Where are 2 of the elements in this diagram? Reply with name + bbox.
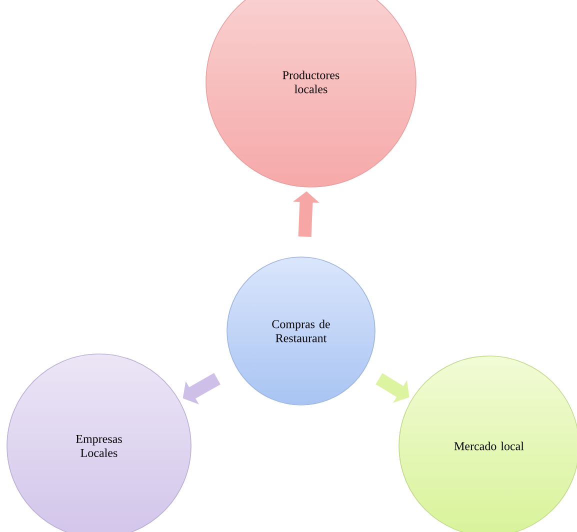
circle-node: Compras de Restaurant [226,256,376,406]
block-arrow [182,373,220,404]
